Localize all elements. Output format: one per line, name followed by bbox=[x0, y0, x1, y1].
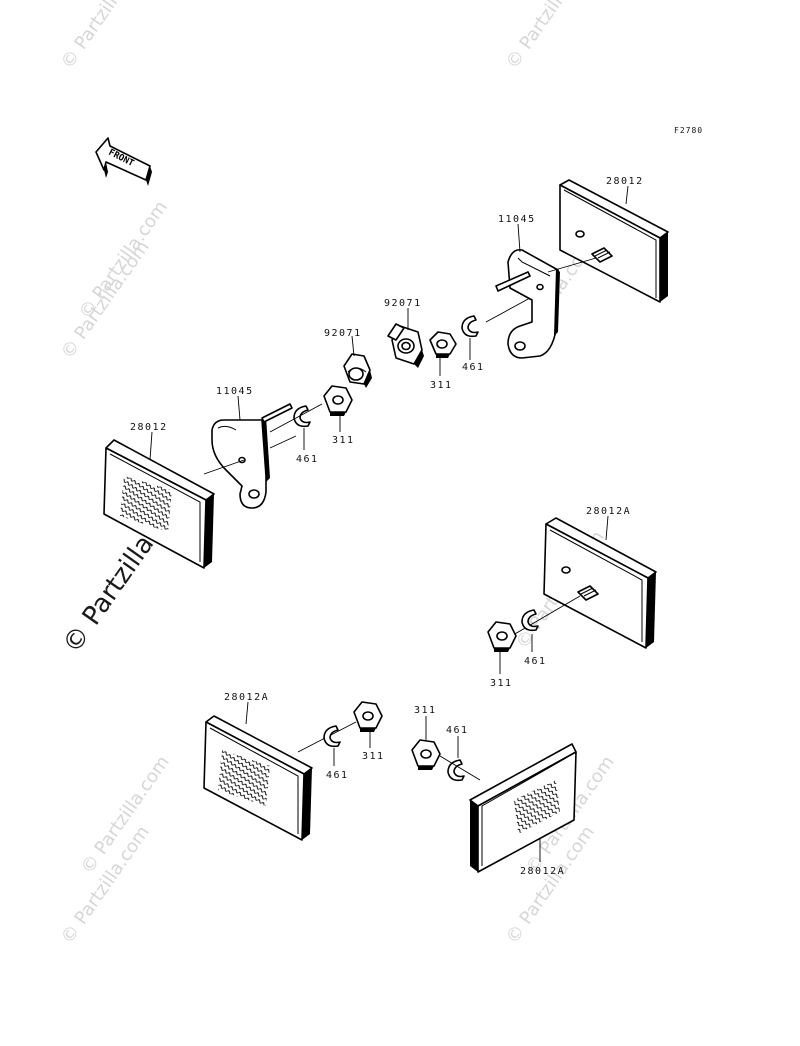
label-grommet-lower: 92071 bbox=[324, 328, 362, 339]
nut-left bbox=[323, 385, 353, 416]
watermark-center-upper: © Partzilla.com bbox=[75, 197, 172, 323]
svg-text:© Partzilla.com: © Partzilla.com bbox=[57, 0, 154, 73]
washer-left bbox=[293, 405, 311, 428]
grommet-upper bbox=[387, 323, 424, 368]
nut-mid-right bbox=[487, 621, 517, 652]
watermark-top-left: © Partzilla.com bbox=[57, 0, 154, 73]
label-bracket-top-right: 11045 bbox=[498, 214, 536, 225]
reflector-top-right bbox=[559, 179, 669, 303]
label-washer-bottom-center: 461 bbox=[446, 725, 469, 736]
bracket-top-right bbox=[495, 248, 560, 359]
label-reflector-left: 28012 bbox=[130, 422, 168, 433]
label-nut-mid-right: 311 bbox=[490, 678, 513, 689]
front-arrow-icon: FRONT bbox=[95, 137, 152, 186]
reflector-bottom-left bbox=[203, 715, 313, 841]
label-reflector-top-right: 28012 bbox=[606, 176, 644, 187]
label-bracket-left: 11045 bbox=[216, 386, 254, 397]
label-washer-bottom-left: 461 bbox=[326, 770, 349, 781]
label-nut-upper-right: 311 bbox=[430, 380, 453, 391]
label-grommet-upper: 92071 bbox=[384, 298, 422, 309]
washer-bottom-center bbox=[447, 759, 465, 782]
label-nut-bottom-center: 311 bbox=[414, 705, 437, 716]
grommet-lower bbox=[343, 353, 372, 388]
nut-upper-right bbox=[429, 331, 457, 358]
bracket-left bbox=[211, 403, 293, 509]
washer-bottom-left bbox=[323, 725, 341, 748]
reflector-left bbox=[103, 439, 215, 569]
watermark-top-right: © Partzilla.com bbox=[502, 0, 599, 73]
nut-bottom-center bbox=[411, 739, 441, 770]
label-nut-left: 311 bbox=[332, 435, 355, 446]
label-reflector-mid-right: 28012A bbox=[586, 506, 631, 517]
label-washer-left: 461 bbox=[296, 454, 319, 465]
label-reflector-bottom-right: 28012A bbox=[520, 866, 565, 877]
label-washer-mid-right: 461 bbox=[524, 656, 547, 667]
label-washer-upper-right: 461 bbox=[462, 362, 485, 373]
svg-text:© Partzilla.com: © Partzilla.com bbox=[502, 0, 599, 73]
label-reflector-bottom-left: 28012A bbox=[224, 692, 269, 703]
washer-upper-right bbox=[461, 315, 479, 338]
reflector-mid-right bbox=[543, 517, 657, 649]
label-nut-bottom-left: 311 bbox=[362, 751, 385, 762]
nut-bottom-left bbox=[353, 701, 383, 732]
diagram-code: F2780 bbox=[674, 126, 703, 135]
washer-mid-right bbox=[521, 609, 539, 632]
reflector-bottom-right bbox=[469, 743, 577, 873]
svg-text:© Partzilla.com: © Partzilla.com bbox=[75, 197, 172, 323]
